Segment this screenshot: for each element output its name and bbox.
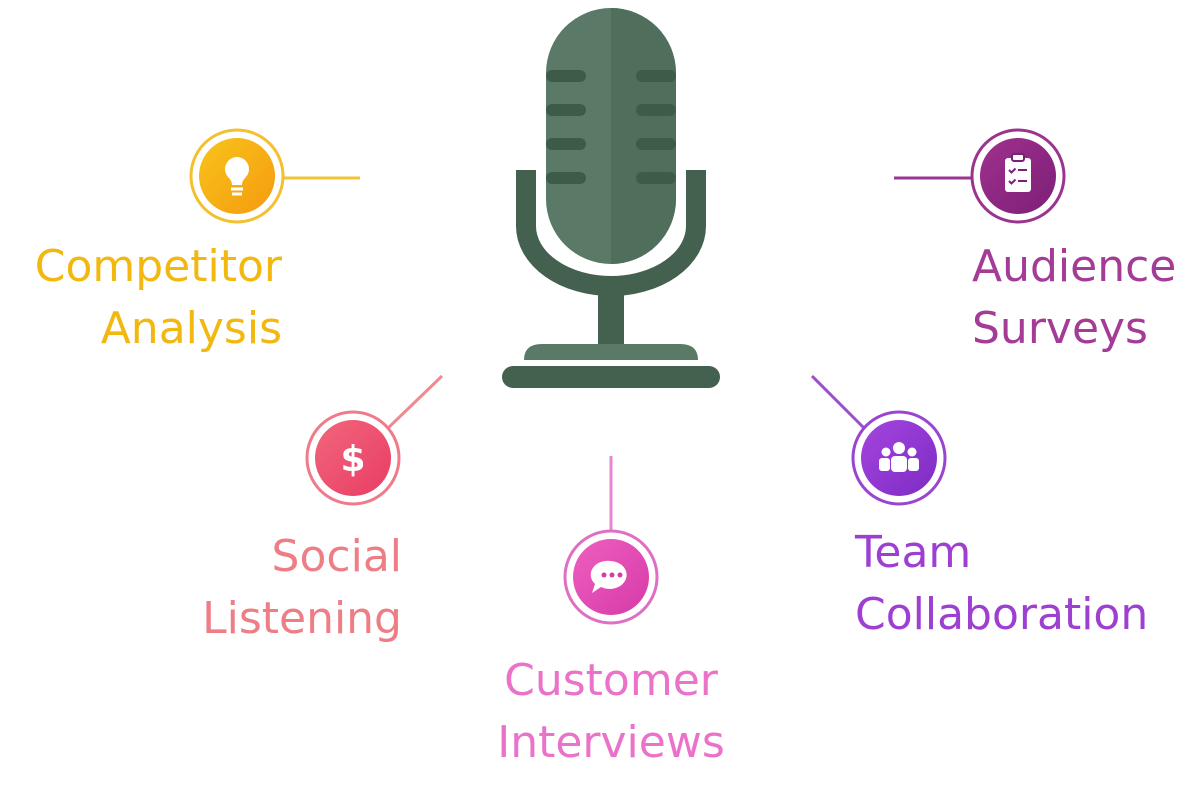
chat-bubble-icon xyxy=(590,560,627,593)
customer-node xyxy=(563,529,659,625)
competitor-node xyxy=(189,128,285,224)
audience-node xyxy=(970,128,1066,224)
dollar-icon: $ xyxy=(340,439,365,480)
competitor-label: Competitor Analysis xyxy=(34,241,282,354)
microphone-icon xyxy=(502,8,720,388)
team-label: Team Collaboration xyxy=(855,527,1149,640)
connector-team xyxy=(810,374,866,430)
social-node: $ xyxy=(305,410,401,506)
clipboard-icon xyxy=(1005,153,1031,192)
lightbulb-icon xyxy=(225,157,249,196)
connector-social xyxy=(384,374,444,432)
customer-label: Customer Interviews xyxy=(497,655,725,768)
team-node xyxy=(851,410,947,506)
audience-label: Audience Surveys xyxy=(972,241,1177,354)
people-icon xyxy=(879,442,919,472)
social-label: Social Listening xyxy=(202,531,402,644)
